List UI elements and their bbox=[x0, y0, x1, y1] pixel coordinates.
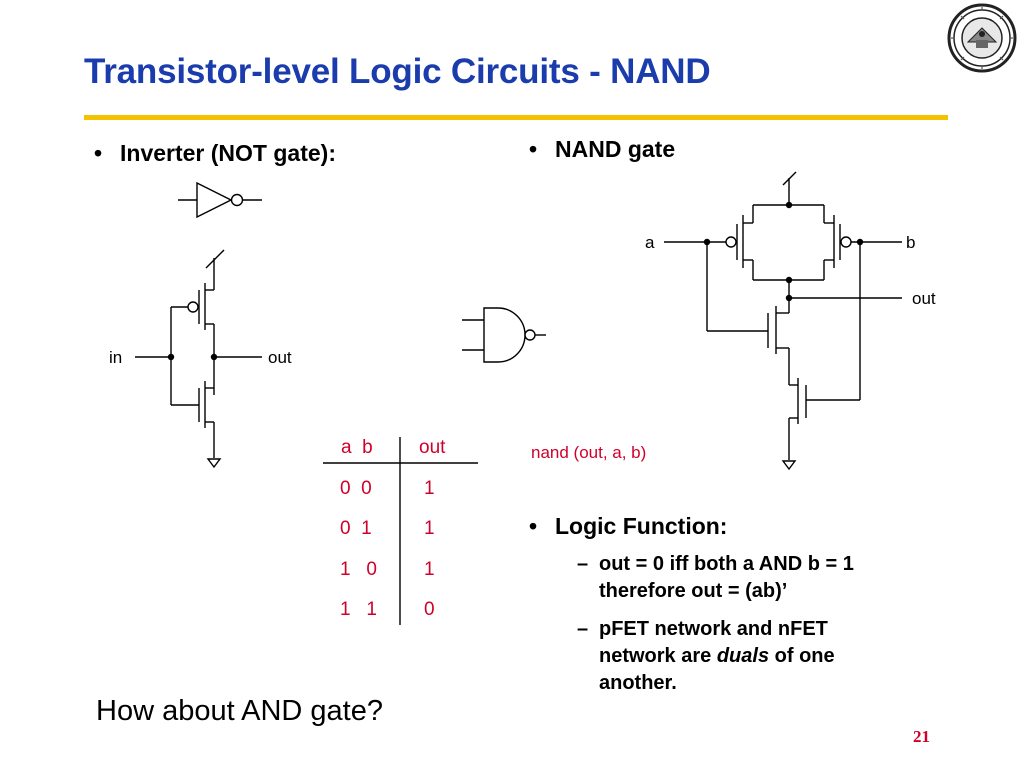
nand-b-label: b bbox=[906, 233, 916, 252]
duals-emphasis: duals bbox=[716, 645, 770, 667]
duals-text-prefix: network are bbox=[599, 645, 717, 667]
truth-table-row-out: 0 bbox=[424, 599, 435, 620]
inverter-gate-symbol bbox=[178, 181, 262, 219]
logic-sub-bullet-2: – pFET network and nFET network are dual… bbox=[577, 616, 835, 697]
nand-caption: nand (out, a, b) bbox=[531, 443, 647, 462]
truth-table-row-inputs: 1 0 bbox=[340, 559, 377, 580]
truth-table-header-out: out bbox=[419, 437, 446, 458]
logic-sub-bullet-2-line2: network are duals of one bbox=[599, 643, 835, 670]
nand-gate-symbol bbox=[462, 307, 546, 363]
logic-sub-bullet-1-line1: out = 0 iff both a AND b = 1 bbox=[599, 553, 854, 575]
page-number: 21 bbox=[913, 727, 930, 746]
bullet-marker: • bbox=[529, 136, 538, 162]
truth-table-row-out: 1 bbox=[424, 478, 435, 499]
logic-sub-bullet-1: – out = 0 iff both a AND b = 1 therefore… bbox=[577, 551, 854, 605]
truth-table-row-out: 1 bbox=[424, 559, 435, 580]
sub-bullet-marker: – bbox=[577, 618, 589, 640]
junction-dots bbox=[167, 201, 864, 361]
university-seal-logo bbox=[947, 3, 1017, 73]
logic-function-bullet: • Logic Function: bbox=[529, 513, 728, 540]
truth-table-row-inputs: 1 1 bbox=[340, 599, 377, 620]
inverter-bullet: • Inverter (NOT gate): bbox=[94, 140, 336, 167]
inverter-transistor-schematic bbox=[135, 249, 262, 469]
truth-table-lines bbox=[323, 437, 478, 625]
inverter-bullet-text: Inverter (NOT gate): bbox=[120, 140, 336, 166]
nand-bullet-text: NAND gate bbox=[555, 136, 676, 162]
truth-table-row-inputs: 0 0 bbox=[340, 478, 372, 499]
sub-bullet-marker: – bbox=[577, 553, 589, 575]
truth-table-row-out: 1 bbox=[424, 518, 435, 539]
logic-sub-bullet-2-line3: another. bbox=[599, 672, 677, 694]
slide-title: Transistor-level Logic Circuits - NAND bbox=[84, 52, 711, 91]
logic-sub-bullet-2-line1: pFET network and nFET bbox=[599, 618, 828, 640]
truth-table-header-inputs: a b bbox=[341, 437, 373, 458]
nand-a-label: a bbox=[645, 233, 655, 252]
logic-sub-bullet-1-line2: therefore out = (ab)’ bbox=[599, 580, 788, 602]
inverter-out-label: out bbox=[268, 348, 292, 367]
bullet-marker: • bbox=[94, 140, 103, 166]
and-gate-question: How about AND gate? bbox=[96, 695, 383, 727]
truth-table-row-inputs: 0 1 bbox=[340, 518, 372, 539]
title-underline bbox=[84, 115, 948, 120]
bullet-marker: • bbox=[529, 513, 538, 539]
logic-function-bullet-text: Logic Function: bbox=[555, 513, 728, 539]
nand-transistor-schematic bbox=[664, 171, 902, 471]
duals-text-suffix: of one bbox=[769, 645, 835, 667]
nand-bullet: • NAND gate bbox=[529, 136, 676, 163]
inverter-in-label: in bbox=[109, 348, 123, 367]
nand-out-label: out bbox=[912, 289, 936, 308]
